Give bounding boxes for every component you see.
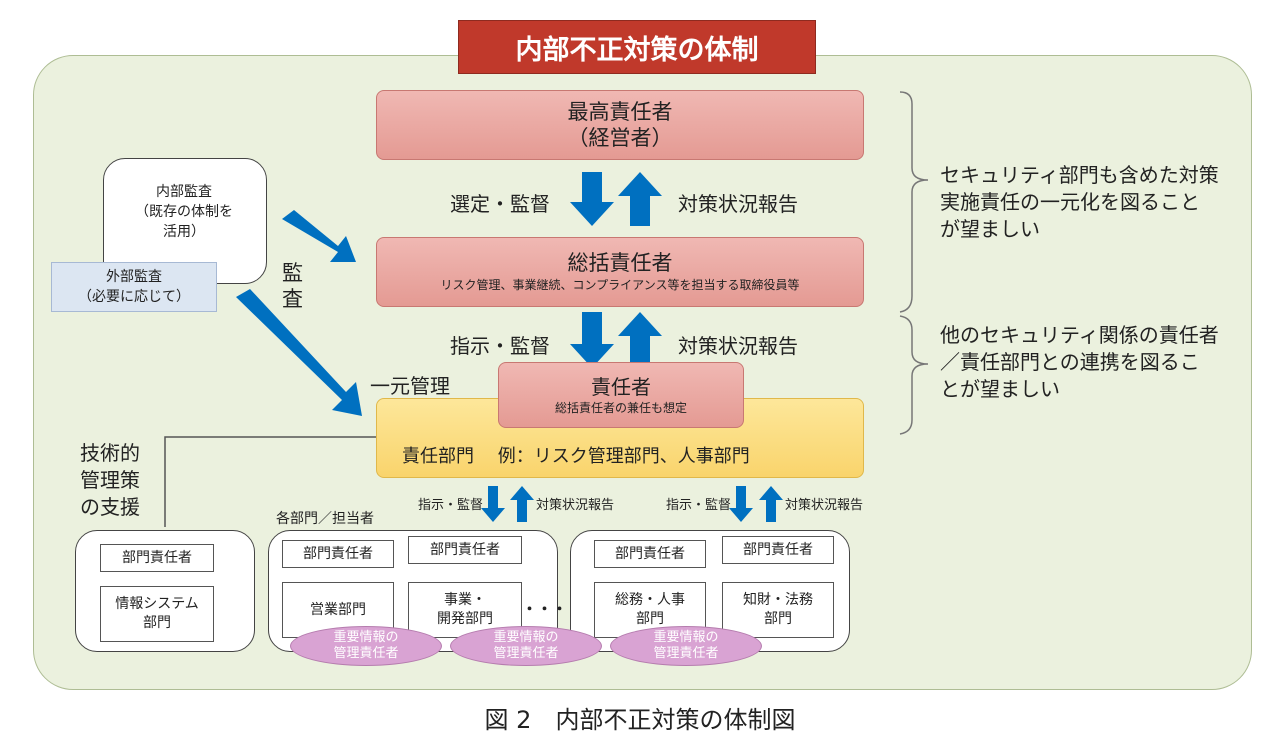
dept-head-box-bizdev: 部門責任者: [408, 536, 522, 564]
external-audit-line1: 外部監査: [106, 269, 162, 285]
tech-support-line3: の支援: [80, 495, 140, 519]
bizdev-dept-box: 事業・ 開発部門: [408, 582, 522, 638]
info-manager-line1: 重要情報の: [493, 630, 559, 645]
tech-support-line: [164, 436, 378, 527]
internal-audit-line2: （既存の体制を: [135, 204, 233, 220]
info-manager-line2: 管理責任者: [493, 646, 559, 661]
dept-head-box-is: 部門責任者: [100, 544, 214, 572]
is-dept-box: 情報システム 部門: [100, 586, 214, 642]
note-upper-line1: セキュリティ部門も含めた対策: [940, 163, 1219, 187]
info-manager-ellipse-3: 重要情報の 管理責任者: [610, 626, 762, 666]
info-manager-line2: 管理責任者: [653, 646, 719, 661]
tech-support-label: 技術的 管理策 の支援: [80, 440, 140, 521]
arrow-down-1: [570, 172, 614, 226]
hr-line2: 部門: [636, 611, 664, 627]
internal-audit-line1: 内部監査: [156, 184, 212, 200]
audit-char-2: 査: [282, 287, 303, 311]
note-upper-line3: が望ましい: [940, 217, 1040, 241]
audit-arrow-external: [236, 289, 362, 416]
arrow-up-1: [618, 172, 662, 226]
label-instruct-small-2: 指示・監督: [666, 498, 732, 513]
arrow-down-2: [570, 312, 614, 368]
info-manager-line1: 重要情報の: [333, 630, 399, 645]
sales-dept-box: 営業部門: [282, 582, 394, 638]
label-report-small-1: 対策状況報告: [536, 498, 615, 513]
tech-support-line1: 技術的: [80, 441, 140, 465]
diagram-title: 内部不正対策の体制: [458, 20, 816, 74]
is-dept-line1: 情報システム: [115, 596, 199, 612]
info-manager-ellipse-1: 重要情報の 管理責任者: [290, 626, 442, 666]
brace-lower: [899, 315, 929, 435]
top-executive-title: 最高責任者: [567, 100, 673, 124]
top-executive-box: 最高責任者 （経営者）: [376, 90, 864, 160]
info-manager-line1: 重要情報の: [653, 630, 719, 645]
dept-head-box-legal: 部門責任者: [722, 536, 834, 564]
tech-support-line2: 管理策: [80, 468, 140, 492]
internal-audit-text: 内部監査 （既存の体制を 活用）: [103, 182, 265, 242]
general-manager-title: 総括責任者: [567, 251, 673, 275]
legal-line1: 知財・法務: [743, 592, 813, 608]
ellipsis: ・・・: [522, 600, 568, 618]
note-lower-line2: ／責任部門との連携を図るこ: [940, 350, 1200, 374]
legal-dept-box: 知財・法務 部門: [722, 582, 834, 638]
is-dept-line2: 部門: [143, 615, 171, 631]
audit-vertical-label: 監 査: [282, 260, 303, 312]
dept-head-label: 部門責任者: [743, 541, 813, 558]
label-report-2: 対策状況報告: [678, 334, 798, 358]
label-select-audit: 選定・監督: [450, 192, 550, 216]
note-lower: 他のセキュリティ関係の責任者 ／責任部門との連携を図るこ とが望ましい: [940, 322, 1219, 403]
legal-line2: 部門: [764, 611, 792, 627]
top-executive-sub: （経営者）: [567, 126, 673, 150]
note-lower-line1: 他のセキュリティ関係の責任者: [940, 323, 1219, 347]
dept-head-label: 部門責任者: [615, 545, 685, 562]
figure-caption: 図 2 内部不正対策の体制図: [484, 706, 796, 734]
note-lower-line3: とが望ましい: [940, 377, 1060, 401]
arrow-up-small-1: [510, 486, 534, 522]
external-audit-line2: （必要に応じて）: [78, 289, 190, 305]
responsible-sub: 総括責任者の兼任も想定: [554, 401, 687, 415]
note-upper-line2: 実施責任の一元化を図ること: [940, 190, 1200, 214]
info-manager-ellipse-2: 重要情報の 管理責任者: [450, 626, 602, 666]
diagram-title-text: 内部不正対策の体制: [515, 34, 759, 66]
external-audit-box: 外部監査 （必要に応じて）: [51, 262, 217, 312]
each-dept-label: 各部門／担当者: [276, 511, 374, 527]
label-instruct-audit: 指示・監督: [450, 334, 550, 358]
brace-upper: [899, 91, 929, 313]
info-manager-line2: 管理責任者: [333, 646, 399, 661]
label-instruct-small-1: 指示・監督: [418, 498, 484, 513]
sales-dept-label: 営業部門: [310, 601, 366, 618]
note-upper: セキュリティ部門も含めた対策 実施責任の一元化を図ること が望ましい: [940, 162, 1219, 243]
dept-head-box-hr: 部門責任者: [594, 540, 706, 568]
arrow-down-small-2: [729, 486, 753, 522]
dept-head-label: 部門責任者: [303, 545, 373, 562]
dept-head-label: 部門責任者: [122, 549, 192, 566]
arrow-down-small-1: [481, 486, 505, 522]
general-manager-box: 総括責任者 リスク管理、事業継続、コンプライアンス等を担当する取締役員等: [376, 237, 864, 307]
audit-arrow-internal: [282, 210, 356, 262]
unified-management-label: 一元管理: [370, 374, 450, 398]
label-report-small-2: 対策状況報告: [785, 498, 864, 513]
internal-audit-line3: 活用）: [163, 224, 205, 240]
arrow-up-small-2: [759, 486, 783, 522]
audit-char-1: 監: [282, 261, 303, 285]
arrow-up-2: [618, 312, 662, 368]
label-report-1: 対策状況報告: [678, 192, 798, 216]
responsible-title: 責任者: [591, 375, 651, 399]
bizdev-line1: 事業・: [444, 592, 486, 608]
dept-head-box-sales: 部門責任者: [282, 540, 394, 568]
responsible-dept-text: 責任部門 例：リスク管理部門、人事部門: [402, 446, 750, 467]
general-manager-sub: リスク管理、事業継続、コンプライアンス等を担当する取締役員等: [440, 278, 800, 292]
hr-line1: 総務・人事: [615, 592, 685, 608]
dept-head-label: 部門責任者: [430, 541, 500, 558]
responsible-box: 責任者 総括責任者の兼任も想定: [498, 362, 744, 428]
bizdev-line2: 開発部門: [437, 611, 493, 627]
